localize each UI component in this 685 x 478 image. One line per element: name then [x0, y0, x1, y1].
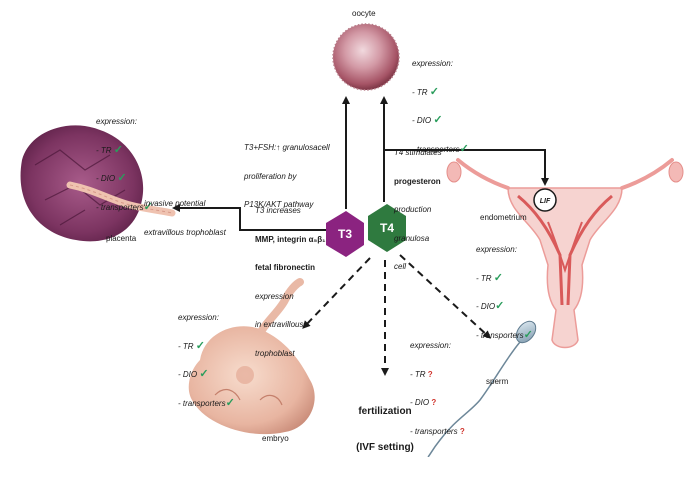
- expression-dio: - DIO ✓: [412, 114, 443, 126]
- fertilization-label: fertilization (IVF setting): [350, 382, 420, 478]
- t3-fsh-annotation: T3+FSH:↑ granulosacell proliferation by …: [244, 124, 330, 229]
- check-icon: ✓: [117, 172, 127, 184]
- expression-tr: - TR ✓: [412, 85, 440, 98]
- expression-transporters: - transporters ?: [410, 426, 465, 436]
- placenta-expression: expression: - TR ✓ - DIO ✓ - transporter…: [96, 98, 153, 231]
- arrow-to-embryo: [302, 257, 371, 329]
- question-icon: ?: [431, 398, 437, 407]
- arrow-t4-to-lif: [384, 149, 549, 186]
- sperm-expression: expression: - TR ? - DIO ? - transporter…: [410, 322, 465, 455]
- expression-tr: - TR ✓: [178, 339, 206, 352]
- expression-transporters: - transporters✓: [178, 396, 235, 409]
- check-icon: ✓: [459, 142, 469, 155]
- annotation-line: invasive potential: [144, 199, 206, 208]
- annotation-line: T3+FSH:↑ granulosacell: [244, 143, 330, 152]
- annotation-line: production: [394, 205, 432, 214]
- expression-tr: - TR ?: [410, 369, 433, 379]
- sperm-label: sperm: [486, 377, 509, 386]
- oocyte-label: oocyte: [352, 9, 376, 18]
- check-icon: ✓: [493, 271, 504, 284]
- annotation-line: in extravillous: [255, 320, 304, 329]
- check-icon: ✓: [523, 328, 533, 341]
- t4-progesterone-annotation: T4 stimulates progesteron production gra…: [394, 129, 442, 291]
- expression-transporters: - transporters✓: [412, 142, 469, 155]
- annotation-line: (IVF setting): [356, 442, 414, 453]
- embryo-illustration: [188, 278, 315, 435]
- expression-title: expression:: [410, 341, 451, 350]
- expression-title: expression:: [96, 117, 137, 126]
- expression-tr: - TR ✓: [96, 143, 124, 156]
- question-icon: ?: [427, 369, 433, 379]
- oocyte-illustration: [332, 23, 400, 91]
- expression-dio: - DIO✓: [476, 300, 505, 312]
- expression-title: expression:: [476, 245, 517, 254]
- annotation-line: fertilization: [358, 406, 412, 417]
- check-icon: ✓: [433, 114, 443, 126]
- lif-circle: [533, 188, 557, 212]
- invasive-annotation: invasive potential extravillous trophobl…: [144, 180, 226, 256]
- uterus-illustration: [446, 158, 684, 349]
- lif-label: LIF: [540, 198, 551, 205]
- annotation-line: T4 stimulates: [394, 148, 442, 157]
- embryo-label: embryo: [262, 434, 289, 443]
- annotation-line: P13K/AKT pathway: [244, 200, 314, 209]
- placenta-label: placenta: [106, 234, 137, 243]
- arrow-to-sperm: [399, 254, 491, 339]
- diagram-artwork: T3 T4 LIF: [20, 23, 684, 457]
- bracket-t3-to-placenta: [172, 204, 326, 231]
- expression-title: expression:: [178, 313, 219, 322]
- annotation-line: expression: [255, 291, 294, 301]
- annotation-line: granulosa: [394, 233, 430, 243]
- check-icon: ✓: [143, 200, 153, 213]
- annotation-line: fetal fibronectin: [255, 263, 316, 272]
- annotation-line: MMP, integrin α₅β₁: [255, 234, 326, 244]
- check-icon: ✓: [199, 368, 209, 380]
- check-icon: ✓: [429, 85, 440, 98]
- placenta-illustration: [20, 125, 176, 242]
- expression-dio: - DIO ?: [410, 398, 437, 407]
- question-icon: ?: [459, 426, 465, 436]
- oocyte-expression: expression: - TR ✓ - DIO ✓ - transporter…: [412, 40, 469, 173]
- check-icon: ✓: [113, 143, 124, 156]
- t4-label: T4: [380, 221, 394, 235]
- expression-dio: - DIO ✓: [96, 172, 127, 184]
- expression-transporters: - transporters✓: [96, 200, 153, 213]
- annotation-line: proliferation by: [244, 171, 297, 181]
- check-icon: ✓: [225, 396, 235, 409]
- figure-canvas: T3 T4 LIF oocyte expression: - TR ✓ - DI…: [20, 9, 684, 457]
- annotation-line: trophoblast: [255, 348, 295, 358]
- check-icon: ✓: [195, 339, 206, 352]
- t3-hexagon: [326, 211, 364, 257]
- annotation-line: progesteron: [394, 176, 441, 186]
- t4-hexagon: [368, 204, 406, 252]
- expression-tr: - TR ✓: [476, 271, 504, 284]
- endometrium-expression: expression: - TR ✓ - DIO✓ - transporters…: [476, 226, 533, 359]
- annotation-line: cell: [394, 262, 407, 271]
- expression-dio: - DIO ✓: [178, 368, 209, 380]
- sperm-illustration: [427, 320, 537, 457]
- check-icon: ✓: [495, 300, 505, 312]
- endometrium-label: endometrium: [480, 213, 527, 222]
- t3-increases-annotation: T3 increases MMP, integrin α₅β₁ fetal fi…: [255, 187, 325, 377]
- embryo-expression: expression: - TR ✓ - DIO ✓ - transporter…: [178, 294, 235, 427]
- annotation-line: extravillous trophoblast: [144, 227, 226, 237]
- expression-transporters: - transporters✓: [476, 328, 533, 341]
- annotation-line: T3 increases: [255, 206, 301, 215]
- expression-title: expression:: [412, 59, 453, 68]
- t3-label: T3: [338, 227, 352, 241]
